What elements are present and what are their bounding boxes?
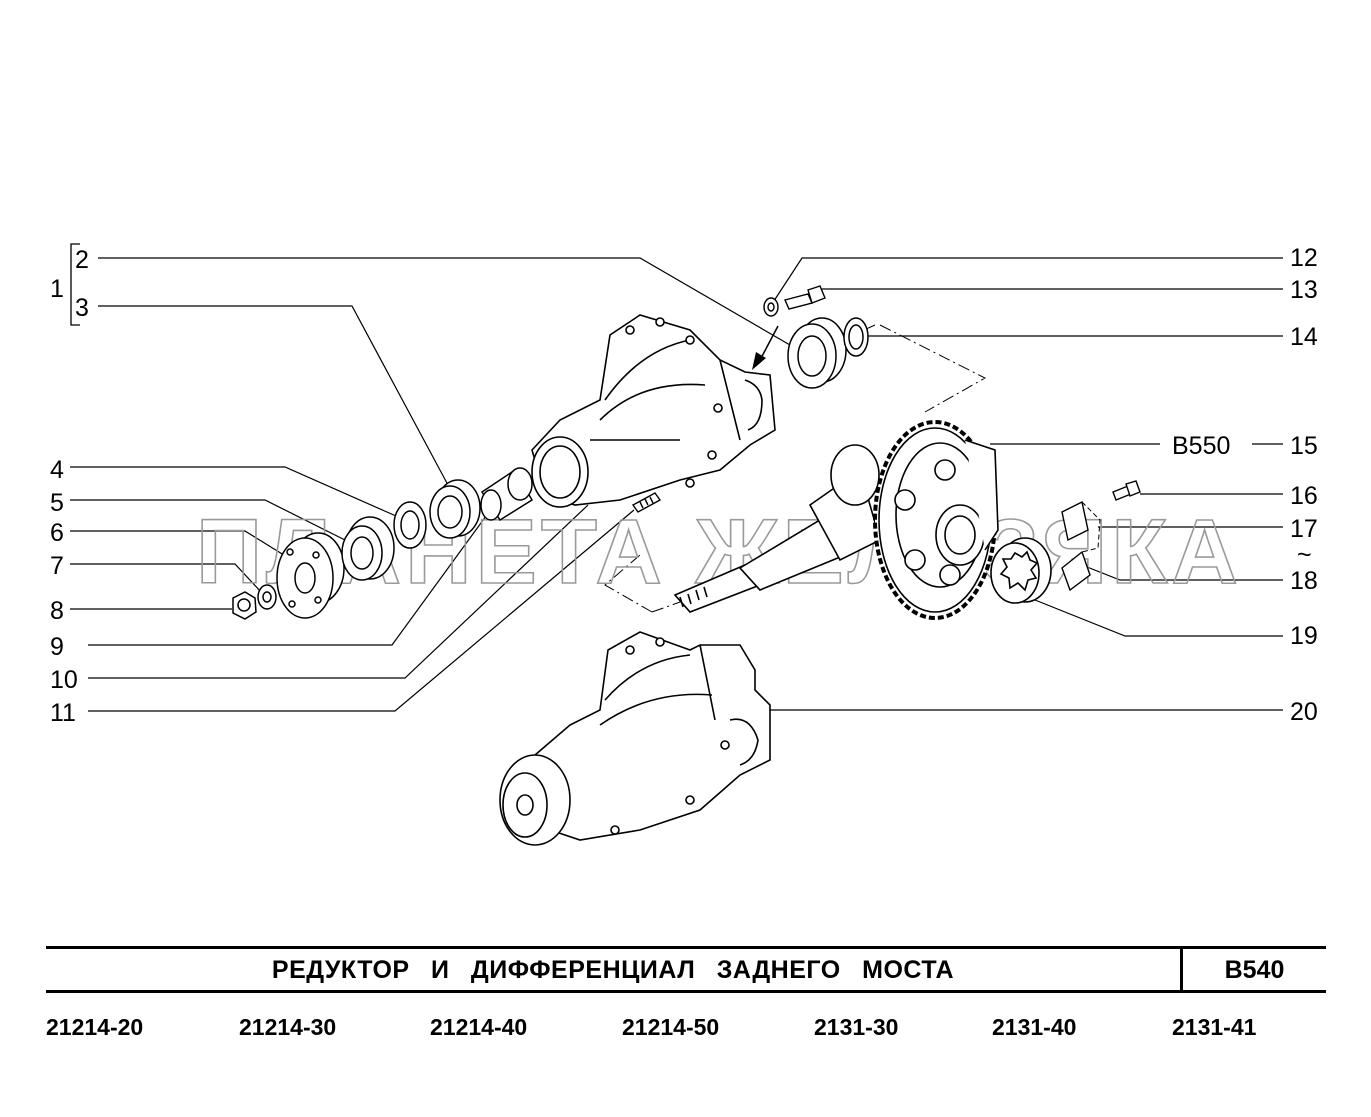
callout-11: 11 — [50, 699, 76, 727]
callout-1: 1 — [50, 275, 64, 303]
callout-15: 15 — [1290, 432, 1318, 460]
assembly-arrow — [752, 325, 779, 370]
part-bolt-13 — [784, 285, 826, 310]
diagram-title: РЕДУКТОР И ДИФФЕРЕНЦИАЛ ЗАДНЕГО МОСТА — [271, 956, 955, 984]
callout-16: 16 — [1290, 482, 1318, 510]
callout-13: 13 — [1290, 276, 1318, 304]
model-code: 21214-40 — [430, 1014, 528, 1040]
callout-17: 17 — [1290, 515, 1318, 543]
part-stud — [631, 492, 662, 513]
part-shim — [843, 317, 869, 357]
part-assembled-gearbox — [499, 631, 771, 846]
callout-10: 10 — [50, 666, 78, 694]
model-code: 2131-40 — [992, 1014, 1077, 1040]
callout-5: 5 — [50, 489, 64, 517]
callout-2: 2 — [75, 246, 89, 274]
part-oil-seal — [341, 516, 395, 581]
model-code: 21214-50 — [622, 1014, 720, 1040]
callout-18: 18 — [1290, 567, 1318, 595]
callout-14: 14 — [1290, 323, 1318, 351]
ref-B550: B550 — [1172, 432, 1230, 460]
callout-4: 4 — [50, 456, 64, 484]
callout-7: 7 — [50, 552, 64, 580]
model-code: 2131-30 — [814, 1014, 899, 1040]
part-bearing-3 — [429, 479, 481, 539]
callout-20: 20 — [1290, 698, 1318, 726]
part-ring — [393, 501, 427, 549]
model-code: 2131-41 — [1172, 1014, 1257, 1040]
callout-3: 3 — [75, 294, 89, 322]
tilde-mark: ~ — [1297, 541, 1312, 569]
title-block: РЕДУКТОР И ДИФФЕРЕНЦИАЛ ЗАДНЕГО МОСТА B5… — [46, 946, 1326, 993]
callout-9: 9 — [50, 633, 64, 661]
part-bearing-2 — [787, 317, 847, 389]
part-lock-plate-17 — [1061, 500, 1089, 542]
plate-guide — [1081, 501, 1101, 553]
callout-19: 19 — [1290, 622, 1318, 650]
part-housing — [531, 314, 776, 508]
model-list: 21214-20 21214-30 21214-40 21214-50 2131… — [46, 1014, 1326, 1044]
part-lock-washer — [763, 297, 779, 317]
callout-6: 6 — [50, 519, 64, 547]
part-differential — [673, 420, 999, 620]
part-washer-7 — [257, 584, 277, 610]
part-lock-plate-18 — [1061, 550, 1091, 592]
title-separator — [1180, 949, 1183, 990]
leader-lines — [70, 257, 1283, 712]
callout-8: 8 — [50, 597, 64, 625]
diagram-code: B540 — [1224, 956, 1285, 984]
assembly-frame — [604, 324, 987, 613]
part-nut — [232, 591, 257, 620]
part-sleeve — [480, 467, 534, 522]
part-adjusting-nut — [990, 537, 1052, 604]
model-code: 21214-20 — [46, 1014, 144, 1040]
callout-labels: 1 2 3 4 5 6 7 8 9 10 11 12 13 14 B550 15… — [50, 244, 1318, 727]
model-code: 21214-30 — [239, 1014, 337, 1040]
callout-12: 12 — [1290, 244, 1318, 272]
group-bracket — [70, 243, 80, 326]
part-bolt-16 — [1112, 480, 1141, 501]
part-flange — [276, 532, 345, 619]
